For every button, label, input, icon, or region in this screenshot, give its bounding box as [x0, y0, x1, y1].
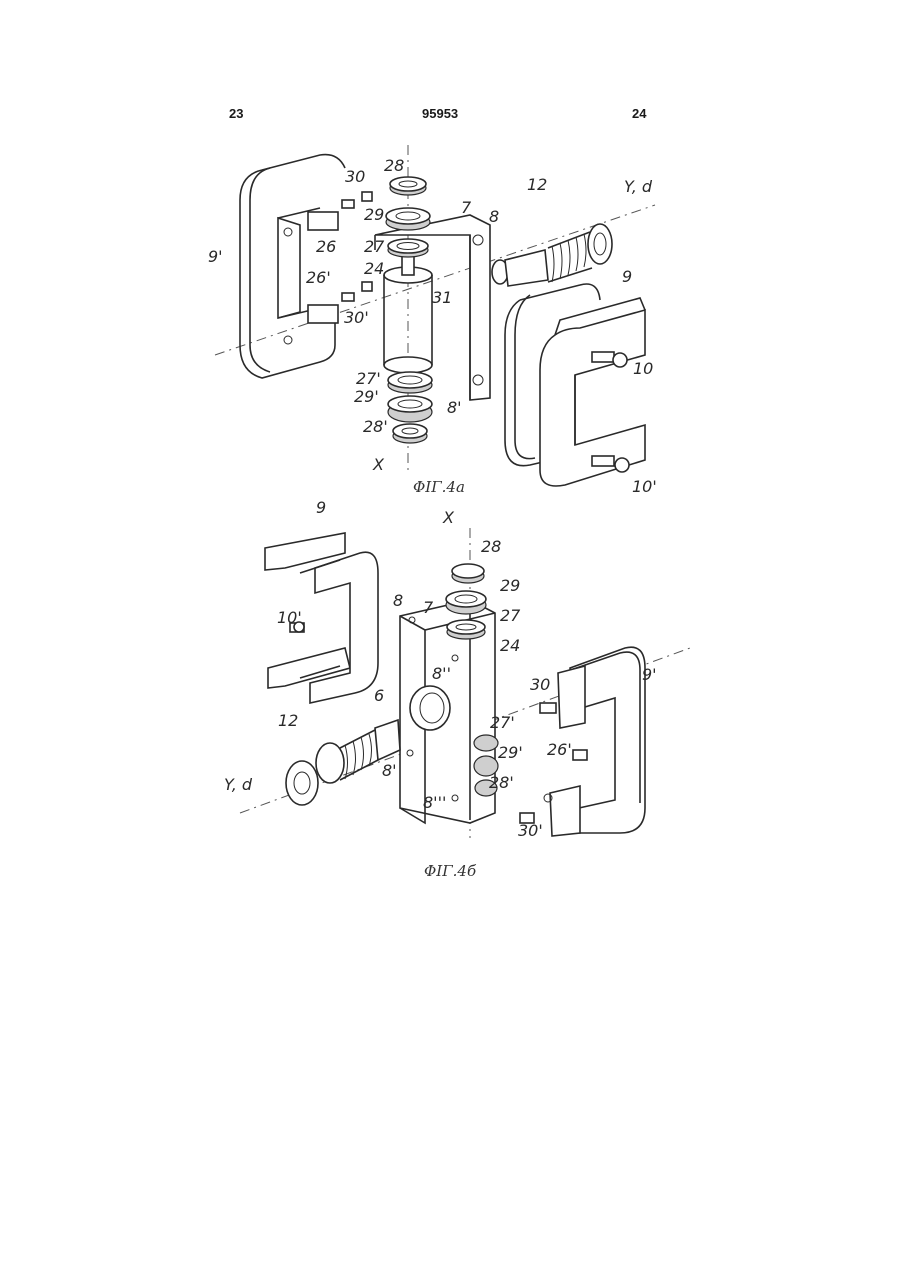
label-9: 9 — [316, 498, 326, 517]
label-30-prime: 30' — [344, 308, 369, 327]
label-27: 27 — [364, 237, 385, 256]
ring-29-prime — [388, 396, 432, 422]
label-26-prime: 26' — [547, 740, 572, 759]
label-31: 31 — [432, 288, 452, 307]
label-27-prime: 27' — [356, 369, 381, 388]
page-number-right: 24 — [632, 106, 646, 121]
label-8: 8 — [489, 207, 499, 226]
ring-27 — [447, 620, 485, 639]
label-28: 28 — [481, 537, 501, 556]
label-9: 9 — [622, 267, 632, 286]
label-24: 24 — [500, 636, 520, 655]
label-9-prime: 9' — [642, 665, 657, 684]
label-10-prime: 10' — [632, 477, 657, 496]
label-7: 7 — [461, 198, 472, 217]
label-26: 26 — [316, 237, 336, 256]
label-28: 28 — [384, 156, 404, 175]
page-number-left: 23 — [229, 106, 243, 121]
ring-27-prime — [388, 372, 432, 393]
spring-assembly-12 — [492, 224, 612, 286]
label-8-prime: 8' — [447, 398, 462, 417]
label-28-prime: 28' — [363, 417, 388, 436]
label-30: 30 — [345, 167, 365, 186]
label-24: 24 — [364, 259, 384, 278]
handle-9-prime — [240, 155, 345, 378]
label-8-double-prime: 8'' — [432, 664, 451, 683]
label-9-prime: 9' — [208, 247, 223, 266]
ring-29 — [386, 208, 430, 230]
figure-4a-drawing: 28 30 12 Y, d 7 8 29 26 9' 27 24 9 26' 3… — [0, 140, 901, 500]
label-30: 30 — [530, 675, 550, 694]
label-29-prime: 29' — [354, 387, 379, 406]
label-6: 6 — [374, 686, 384, 705]
label-y-d: Y, d — [224, 775, 253, 794]
label-26-prime: 26' — [306, 268, 331, 287]
screw-30-prime — [342, 282, 372, 301]
label-8: 8 — [393, 591, 403, 610]
label-29: 29 — [500, 576, 520, 595]
label-12: 12 — [278, 711, 298, 730]
cylinder-24 — [384, 250, 432, 373]
label-10-prime: 10' — [277, 608, 302, 627]
figure-4b-drawing: 9 X 28 29 8 7 27 10' 24 8'' 9' 30 6 12 2… — [0, 498, 901, 848]
label-28-prime: 28' — [489, 773, 514, 792]
label-29-prime: 29' — [498, 743, 523, 762]
label-29: 29 — [364, 205, 384, 224]
label-12: 12 — [527, 175, 547, 194]
label-8-triple-prime: 8''' — [423, 793, 446, 812]
label-27-prime: 27' — [490, 713, 515, 732]
figure-4b-caption: ΦΙΓ.4б — [424, 862, 476, 880]
figure-4a-caption: ΦΙΓ.4a — [413, 478, 465, 496]
patent-number: 95953 — [422, 106, 458, 121]
label-27: 27 — [500, 606, 521, 625]
bearing-28 — [390, 177, 426, 195]
label-x: X — [372, 455, 385, 474]
bearing-28-prime — [393, 424, 427, 443]
label-7: 7 — [423, 598, 434, 617]
bearing-28 — [452, 564, 484, 583]
label-x: X — [442, 508, 455, 527]
label-y-d: Y, d — [624, 177, 653, 196]
ring-27-prime — [474, 735, 498, 751]
label-10: 10 — [633, 359, 653, 378]
label-8-prime: 8' — [382, 761, 397, 780]
ring-29 — [446, 591, 486, 614]
handle-9 — [505, 284, 645, 486]
label-30-prime: 30' — [518, 821, 543, 840]
ring-27 — [388, 239, 428, 257]
